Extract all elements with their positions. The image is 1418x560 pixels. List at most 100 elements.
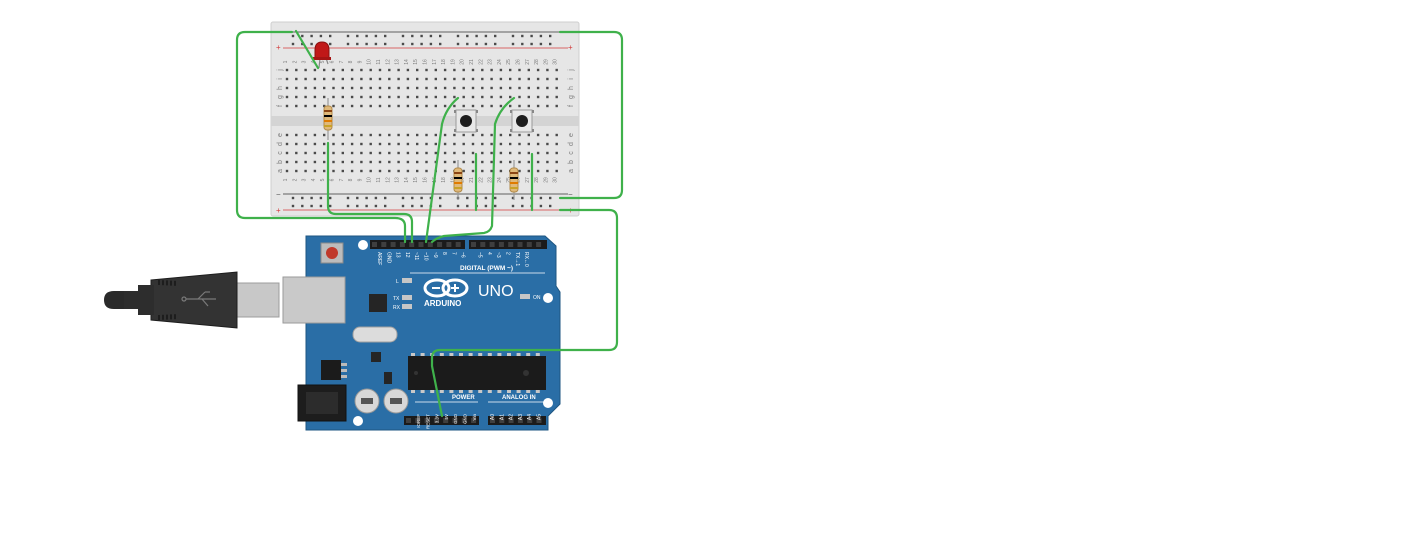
breadboard-hole[interactable] [304,95,307,99]
header-pin[interactable] [437,242,443,247]
header-pin[interactable] [381,242,387,247]
rail-hole[interactable] [420,204,423,208]
rail-hole[interactable] [439,204,442,208]
rail-hole[interactable] [530,42,533,46]
breadboard-hole[interactable] [388,133,391,137]
breadboard-hole[interactable] [509,95,512,99]
breadboard-hole[interactable] [313,133,317,137]
rail-hole[interactable] [301,42,304,46]
header-pin[interactable] [489,242,495,247]
rail-hole[interactable] [401,42,405,46]
breadboard-hole[interactable] [304,68,307,72]
breadboard-hole[interactable] [499,95,503,99]
breadboard-hole[interactable] [397,151,400,155]
wire-resistor-pin13[interactable] [326,141,414,244]
rail-hole[interactable] [549,34,552,38]
breadboard-hole[interactable] [546,142,549,146]
breadboard-hole[interactable] [425,95,428,99]
rail-hole[interactable] [374,204,378,208]
breadboard-hole[interactable] [378,95,382,99]
breadboard-hole[interactable] [518,142,521,146]
breadboard-hole[interactable] [323,160,326,164]
breadboard-hole[interactable] [536,169,540,173]
breadboard-hole[interactable] [313,77,317,81]
wire-button2-pin11[interactable] [430,96,516,244]
breadboard-hole[interactable] [546,169,549,173]
breadboard-hole[interactable] [285,151,289,155]
rail-hole[interactable] [374,196,378,200]
breadboard-hole[interactable] [323,133,326,137]
header-pin[interactable] [508,242,514,247]
breadboard-hole[interactable] [388,95,391,99]
rail-hole[interactable] [539,42,543,46]
rail-hole[interactable] [456,34,460,38]
rail-hole[interactable] [511,42,515,46]
breadboard-hole[interactable] [481,142,484,146]
breadboard-hole[interactable] [406,104,410,108]
header-pin[interactable] [508,418,514,423]
wire-button1-pin12[interactable] [424,96,460,244]
breadboard-hole[interactable] [406,160,410,164]
breadboard-hole[interactable] [462,95,465,99]
breadboard-hole[interactable] [378,169,382,173]
breadboard-hole[interactable] [443,169,447,173]
breadboard-hole[interactable] [499,86,503,90]
rail-hole[interactable] [429,34,433,38]
rail-hole[interactable] [346,196,350,200]
breadboard-hole[interactable] [499,77,503,81]
breadboard-hole[interactable] [388,160,391,164]
breadboard-hole[interactable] [304,86,307,90]
rail-hole[interactable] [539,196,543,200]
breadboard-hole[interactable] [397,169,400,173]
rail-hole[interactable] [346,42,350,46]
rail-hole[interactable] [356,196,359,200]
rail-hole[interactable] [466,204,469,208]
breadboard-hole[interactable] [397,104,400,108]
rail-hole[interactable] [365,196,368,200]
breadboard-hole[interactable] [406,86,410,90]
breadboard-hole[interactable] [462,86,465,90]
breadboard-hole[interactable] [378,77,382,81]
usb-cable[interactable] [104,271,280,329]
breadboard-hole[interactable] [490,95,493,99]
breadboard-hole[interactable] [360,86,363,90]
rail-hole[interactable] [521,42,524,46]
breadboard-hole[interactable] [481,77,484,81]
rail-hole[interactable] [401,34,405,38]
power-header[interactable] [404,416,479,425]
breadboard-hole[interactable] [332,151,335,155]
breadboard-hole[interactable] [527,151,530,155]
breadboard-hole[interactable] [295,142,298,146]
digital-header-high[interactable] [370,240,465,249]
breadboard-hole[interactable] [425,86,428,90]
breadboard-hole[interactable] [332,77,335,81]
breadboard-hole[interactable] [518,68,521,72]
breadboard-hole[interactable] [527,95,530,99]
header-pin[interactable] [415,418,421,423]
rail-hole[interactable] [466,196,469,200]
breadboard-hole[interactable] [341,104,344,108]
breadboard-hole[interactable] [453,68,456,72]
breadboard-hole[interactable] [546,68,549,72]
rail-hole[interactable] [356,204,359,208]
rail-hole[interactable] [484,42,488,46]
breadboard-hole[interactable] [332,160,335,164]
breadboard-hole[interactable] [453,77,456,81]
breadboard-hole[interactable] [509,86,512,90]
breadboard-hole[interactable] [509,151,512,155]
breadboard-hole[interactable] [285,169,289,173]
breadboard-hole[interactable] [304,142,307,146]
breadboard-hole[interactable] [406,151,410,155]
header-pin[interactable] [390,242,396,247]
breadboard-hole[interactable] [490,169,493,173]
rail-hole[interactable] [365,204,368,208]
breadboard-hole[interactable] [481,68,484,72]
breadboard-hole[interactable] [462,104,465,108]
wire-rail-right[interactable] [558,30,624,200]
breadboard-hole[interactable] [295,151,298,155]
breadboard-hole[interactable] [313,95,317,99]
arduino-uno-board[interactable]: ARDUINO UNO L TX RX ON DIGITAL (PWM ~) P… [282,235,561,431]
breadboard-hole[interactable] [536,86,540,90]
red-led[interactable] [313,41,331,69]
breadboard-hole[interactable] [378,104,382,108]
